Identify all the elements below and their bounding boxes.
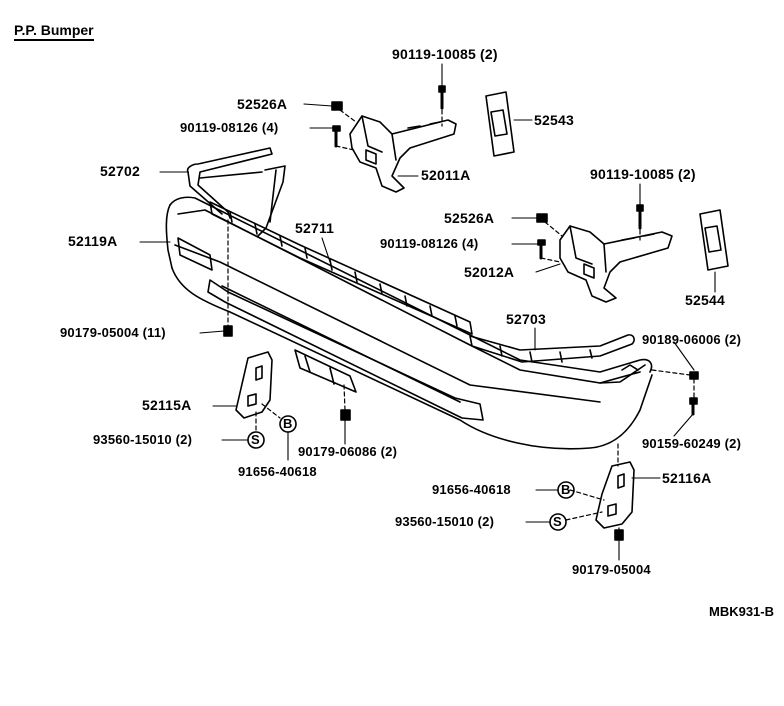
bracket-52011a-shape: [349, 115, 457, 193]
assembly-dash-lines: [227, 109, 695, 531]
part-label: 52544: [685, 292, 725, 308]
diagram-title: P.P. Bumper: [14, 22, 94, 41]
fastener-shapes: [223, 85, 699, 541]
part-label: 52115A: [142, 397, 192, 413]
retainer-52703-shape: [469, 334, 635, 363]
part-label: 52543: [534, 112, 574, 128]
pad-52543-shape: [485, 91, 515, 157]
symbol-circles: [247, 415, 575, 531]
pad-52544-shape: [699, 209, 729, 271]
part-label: 52012A: [464, 264, 515, 280]
symbol-b-right: B: [561, 482, 571, 497]
leader-lines: [139, 63, 716, 561]
part-label: 90119-10085 (2): [392, 46, 498, 62]
part-label: 52116A: [662, 470, 712, 486]
symbol-s-left: S: [251, 432, 260, 447]
part-label: 91656-40618: [432, 482, 511, 497]
part-label: 52526A: [237, 96, 288, 112]
part-label: 52702: [100, 163, 140, 179]
part-label: 91656-40618: [238, 464, 317, 479]
bumper-cover-shape: [165, 196, 653, 450]
part-label: 52119A: [68, 233, 118, 249]
part-label: 90119-08126 (4): [380, 236, 479, 251]
part-label: 52711: [295, 220, 335, 236]
part-label: 52011A: [421, 167, 471, 183]
part-label: 90189-06006 (2): [642, 332, 742, 347]
part-label: 90179-05004: [572, 562, 651, 577]
side-bracket-52115a-shape: [235, 351, 273, 419]
symbol-s-right: S: [553, 514, 562, 529]
retainer-52702-shape: [186, 147, 286, 237]
part-label: 93560-15010 (2): [395, 514, 495, 529]
part-label: 52526A: [444, 210, 495, 226]
part-label: 90119-08126 (4): [180, 120, 279, 135]
side-bracket-52116a-shape: [595, 461, 635, 529]
part-label: 90159-60249 (2): [642, 436, 742, 451]
part-label: 93560-15010 (2): [93, 432, 193, 447]
part-label: 52703: [506, 311, 546, 327]
bracket-52012a-shape: [559, 225, 673, 303]
reinforcement-52711-shape: [209, 201, 473, 335]
part-label: 90179-06086 (2): [298, 444, 398, 459]
diagram-reference-code: MBK931-B: [708, 604, 774, 619]
symbol-b-left: B: [283, 416, 293, 431]
part-label: 90119-10085 (2): [590, 166, 696, 182]
part-label: 90179-05004 (11): [60, 325, 166, 340]
